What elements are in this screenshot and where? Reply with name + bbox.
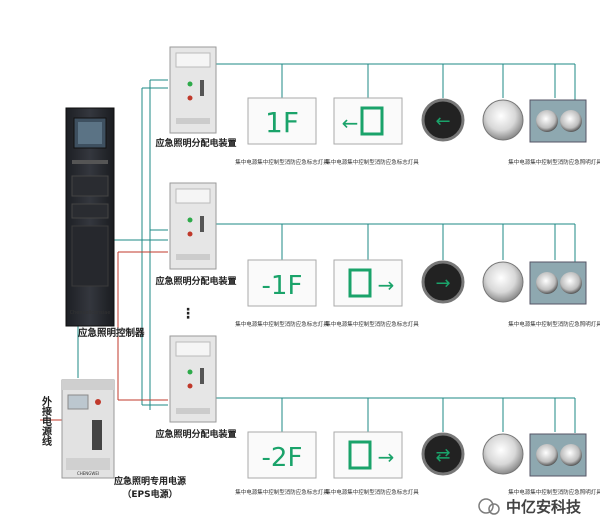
ellipsis: ⋮ — [181, 306, 195, 322]
caption-1-mid: 集中电源集中控制型消防应急标志灯具 — [325, 158, 419, 166]
row-3: -2F → ⇄ 集中电源集中控制型消防应急标志灯具 集中电源集中控制型消防应急标… — [235, 431, 600, 496]
wechat-icon — [478, 498, 494, 514]
twin-lamp-2a — [536, 272, 558, 294]
arrow-sign-3: → — [378, 445, 395, 469]
power-wiring — [40, 251, 168, 421]
eps-power-unit: CHENGWEI — [61, 379, 115, 479]
floor-sign-3: -2F — [262, 443, 303, 473]
caption-2-right: 集中电源集中控制型消防应急照明灯具 — [508, 320, 600, 328]
eps-subtitle: （EPS电源） — [122, 488, 177, 500]
svg-text:←: ← — [435, 111, 450, 132]
round-sign-2 — [421, 260, 465, 304]
external-power-label: 外接电源线 — [40, 395, 53, 447]
twin-lamp-1b — [560, 110, 582, 132]
round-sign-1 — [421, 98, 465, 142]
wiring — [77, 63, 576, 433]
twin-lamp-3a — [536, 444, 558, 466]
twin-lamp-3b — [560, 444, 582, 466]
distributor-3 — [169, 335, 217, 423]
distributor-1-title: 应急照明分配电装置 — [155, 137, 236, 149]
distributor-1 — [169, 46, 217, 134]
watermark: 中亿安科技 — [478, 498, 582, 516]
caption-3-left: 集中电源集中控制型消防应急标志灯具 — [235, 488, 329, 496]
arrow-sign-1: ← — [342, 111, 359, 135]
caption-3-mid: 集中电源集中控制型消防应急标志灯具 — [325, 488, 419, 496]
caption-3-right: 集中电源集中控制型消防应急照明灯具 — [508, 488, 600, 496]
eps-brand: CHENGWEI — [77, 471, 99, 476]
downlight-1 — [482, 99, 524, 141]
row-1: 1F ← ← 集中电源集中控制型消防应急标志灯具 集中电源集中控制型消防应急标志… — [235, 97, 600, 166]
emergency-lighting-controller: Chenvellconsiae — [65, 107, 115, 327]
distributor-2-title: 应急照明分配电装置 — [155, 275, 236, 287]
caption-1-right: 集中电源集中控制型消防应急照明灯具 — [508, 158, 600, 166]
distributor-2 — [169, 182, 217, 270]
controller-title: 应急照明控制器 — [78, 327, 145, 339]
distributor-3-title: 应急照明分配电装置 — [155, 428, 236, 440]
svg-text:⇄: ⇄ — [435, 445, 450, 466]
downlight-2 — [482, 261, 524, 303]
caption-2-mid: 集中电源集中控制型消防应急标志灯具 — [325, 320, 419, 328]
caption-1-left: 集中电源集中控制型消防应急标志灯具 — [235, 158, 329, 166]
floor-sign-2: -1F — [262, 271, 303, 301]
twin-lamp-2b — [560, 272, 582, 294]
controller-screen-label: Chenvellconsiae — [70, 310, 111, 316]
row-2: -1F → → 集中电源集中控制型消防应急标志灯具 集中电源集中控制型消防应急标… — [235, 259, 600, 328]
floor-sign-1: 1F — [265, 106, 299, 139]
svg-text:→: → — [435, 273, 450, 294]
eps-title: 应急照明专用电源 — [114, 475, 186, 487]
round-sign-3 — [421, 432, 465, 476]
downlight-3 — [482, 433, 524, 475]
watermark-text: 中亿安科技 — [506, 498, 582, 516]
arrow-sign-2: → — [378, 273, 395, 297]
caption-2-left: 集中电源集中控制型消防应急标志灯具 — [235, 320, 329, 328]
twin-lamp-1a — [536, 110, 558, 132]
